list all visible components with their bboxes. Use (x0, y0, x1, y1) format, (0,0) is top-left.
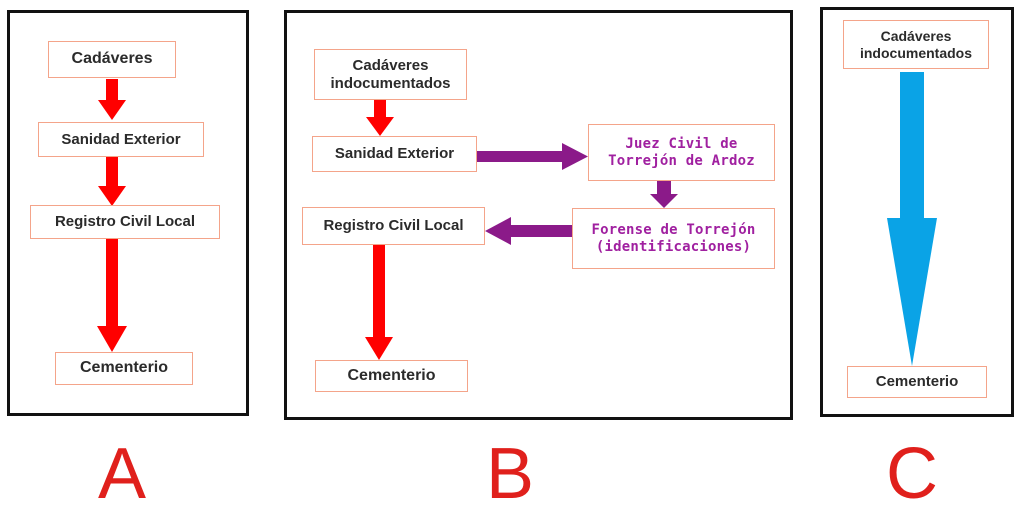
panel-label-c: C (886, 434, 938, 514)
panel-label-b: B (485, 434, 535, 514)
panel-a-box-cementerio: Cementerio (55, 352, 193, 385)
panel-b-box-cementerio: Cementerio (315, 360, 468, 392)
panel-b-box-registro-civil-local: Registro Civil Local (302, 207, 485, 245)
panel-b-box-forense: Forense de Torrejón (identificaciones) (572, 208, 775, 269)
panel-label-a: A (97, 434, 147, 514)
panel-b-arrow-juez-to-forense (650, 181, 678, 208)
panel-b-arrow-2 (365, 245, 393, 360)
panel-b-box-cadaveres-indocumentados: Cadáveres indocumentados (314, 49, 467, 100)
panel-b-box-sanidad-exterior: Sanidad Exterior (312, 136, 477, 172)
panel-c-box-cementerio: Cementerio (847, 366, 987, 398)
panel-a-arrow-2 (98, 157, 126, 206)
panel-b-arrow-1 (366, 100, 394, 136)
panel-b-arrow-sanidad-to-juez (477, 143, 588, 170)
panel-a-arrow-1 (98, 79, 126, 120)
panel-b-box-juez-civil: Juez Civil de Torrejón de Ardoz (588, 124, 775, 181)
panel-a-box-sanidad-exterior: Sanidad Exterior (38, 122, 204, 157)
panel-b-arrow-forense-to-registro (485, 217, 573, 245)
panel-c-box-cadaveres-indocumentados: Cadáveres indocumentados (843, 20, 989, 69)
panel-c-arrow (887, 72, 937, 366)
panel-a-box-registro-civil-local: Registro Civil Local (30, 205, 220, 239)
panel-a-box-cadaveres: Cadáveres (48, 41, 176, 78)
panel-a-arrow-3 (97, 239, 127, 352)
